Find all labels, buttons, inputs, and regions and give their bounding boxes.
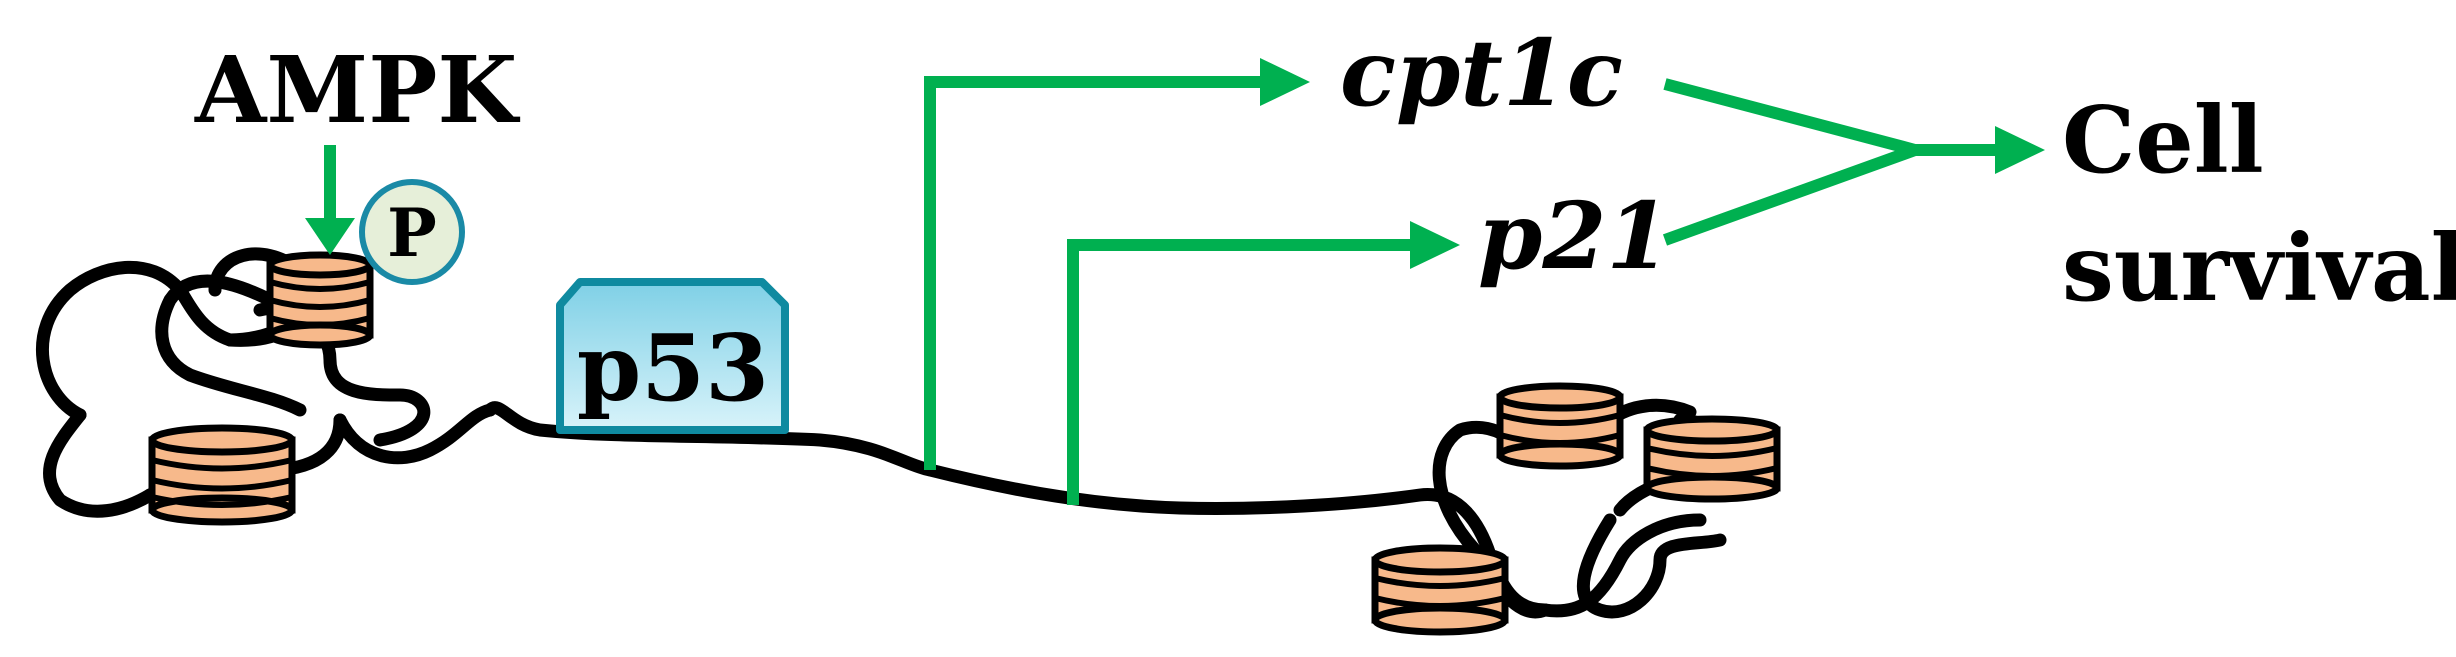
outcome-label-line1: Cell xyxy=(2062,86,2264,194)
nucleosome-top-left xyxy=(266,251,374,349)
p53-label: p53 xyxy=(577,314,769,422)
ampk-arrowhead xyxy=(305,218,355,255)
ampk-label: AMPK xyxy=(194,36,520,144)
nucleosome-right-1 xyxy=(1496,382,1624,470)
cpt1c-arrowhead xyxy=(1260,58,1310,106)
outcome-label-line2: survival xyxy=(2062,214,2456,322)
phospho-circle xyxy=(359,179,465,285)
gene-p21-label: p21 xyxy=(1478,182,1670,290)
p53-box xyxy=(556,278,789,434)
p21-arrow-line xyxy=(1067,239,1415,505)
p21-to-outcome-line xyxy=(1662,144,1918,246)
cpt1c-to-outcome-line xyxy=(1663,78,1917,156)
nucleosome-left xyxy=(148,424,296,526)
nucleosome-bottom-middle xyxy=(1371,544,1509,636)
outcome-arrowhead xyxy=(1995,126,2045,174)
phospho-label: P xyxy=(387,194,437,272)
nucleosome-right-2 xyxy=(1643,415,1781,503)
p21-arrowhead xyxy=(1410,221,1460,269)
gene-cpt1c-label: cpt1c xyxy=(1340,19,1623,127)
cpt1c-arrow-line xyxy=(924,76,1265,470)
